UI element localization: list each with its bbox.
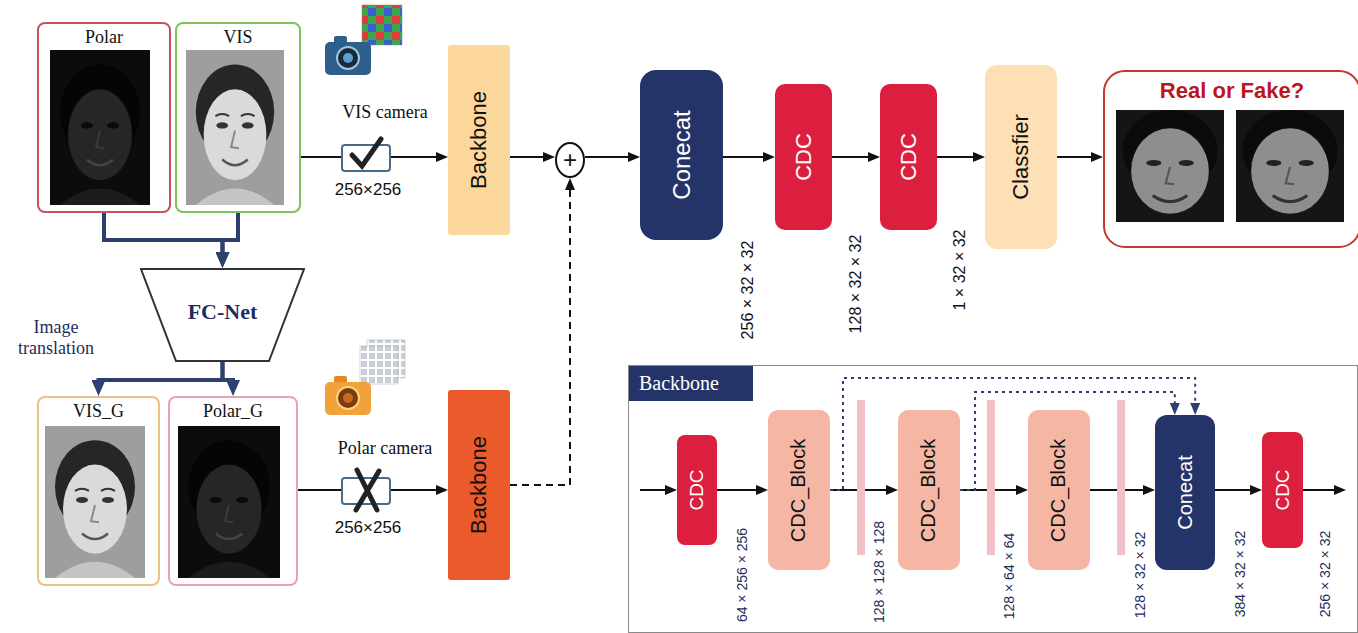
cdc-block: CDC_Block — [1028, 410, 1090, 570]
face-image — [1116, 110, 1224, 222]
cross-box — [356, 470, 379, 510]
node-label: + — [563, 148, 577, 172]
polar-image-box: Polar — [37, 22, 171, 213]
concat-block: Conecat — [640, 70, 723, 240]
cdc-layer: CDC — [677, 435, 717, 545]
check-box — [342, 139, 390, 171]
node-label: CDC — [895, 133, 921, 181]
skip-connection — [830, 378, 1195, 490]
node-label: Polar_G — [170, 400, 296, 422]
dimension-label: 1 × 32 × 32 — [951, 230, 969, 311]
vis-camera-icon — [337, 47, 359, 69]
vis-camera-icon — [343, 53, 353, 63]
backbone-block: Backbone — [448, 390, 510, 580]
polar-camera-icon — [325, 382, 371, 415]
text-label: Polar camera — [338, 438, 432, 459]
dimension-label: 128 × 32 × 32 — [1132, 532, 1148, 618]
vis-camera-icon — [325, 5, 402, 75]
node-label: Backbone — [466, 91, 492, 189]
dimension-label: 64 × 256 × 256 — [734, 528, 750, 622]
polar-camera-icon — [337, 387, 359, 409]
dimension-label: 256 × 32 × 32 — [739, 241, 757, 340]
node-label: Conecat — [1174, 455, 1197, 530]
face-image — [45, 426, 145, 578]
flow-arrow — [832, 156, 872, 158]
panel-header: Backbone — [629, 366, 753, 401]
pooling-bar — [987, 400, 995, 555]
node-label: CDC_Block — [918, 438, 941, 541]
classifier-block: Classfier — [985, 65, 1057, 249]
flow-arrow — [99, 362, 223, 388]
pooling-bar — [1117, 400, 1125, 555]
dimension-label: 128 × 64 × 64 — [1001, 533, 1017, 619]
dimension-label: 256 × 32 × 32 — [1317, 531, 1333, 617]
node-label: CDC — [686, 469, 708, 510]
io-arrow — [640, 490, 1338, 491]
panel-title: Backbone — [639, 372, 719, 394]
result-box: Real or Fake? — [1103, 70, 1358, 248]
vis-camera-icon — [362, 5, 402, 45]
node-label: FC-Net — [188, 299, 258, 325]
node-label: Classfier — [1008, 114, 1034, 200]
cross-box — [342, 470, 390, 510]
node-label: Polar — [39, 26, 169, 48]
flow-arrow — [723, 156, 767, 158]
sum-node: + — [555, 142, 585, 178]
text-label: 256×256 — [335, 518, 402, 538]
text-label: 256×256 — [335, 180, 402, 200]
io-arrow — [640, 489, 669, 491]
node-label: CDC_Block — [1048, 438, 1071, 541]
io-arrow — [1303, 489, 1338, 491]
node-label: Conecat — [668, 110, 696, 199]
translation-net: FC-Net — [140, 268, 305, 362]
cdc-layer: CDC — [880, 84, 937, 230]
face-image — [50, 50, 150, 205]
vis-image-box: VIS — [175, 22, 301, 213]
concat-block: Conecat — [1155, 415, 1215, 570]
flow-arrow — [937, 156, 977, 158]
backbone-block: Backbone — [448, 45, 510, 235]
cdc-block: CDC_Block — [898, 410, 960, 570]
cdc-layer: CDC — [1262, 432, 1303, 548]
result-title: Real or Fake? — [1105, 78, 1358, 104]
node-label: Backbone — [466, 436, 492, 534]
text-label: Image translation — [6, 317, 106, 358]
dimension-label: 128 × 32 × 32 — [847, 235, 865, 334]
face-image — [178, 426, 280, 578]
flow-arrow — [1215, 489, 1254, 491]
flow-arrow — [510, 156, 547, 158]
node-label: VIS_G — [39, 400, 158, 422]
trapezoid-shape — [141, 269, 304, 361]
vis-camera-icon — [325, 42, 371, 75]
flow-arrow — [717, 489, 760, 491]
face-image — [45, 50, 1344, 578]
text-label: VIS camera — [342, 102, 427, 123]
dimension-label: 384 × 32 × 32 — [1232, 531, 1248, 617]
check-box — [352, 139, 381, 166]
flow-arrow — [104, 213, 223, 260]
polar-camera-icon — [360, 346, 398, 384]
flow-arrow — [585, 156, 632, 158]
node-label: CDC_Block — [788, 438, 811, 541]
face-image — [1236, 110, 1344, 222]
face-image — [186, 50, 284, 205]
flow-arrow — [1057, 156, 1095, 158]
generated-vis-box: VIS_G — [37, 396, 160, 586]
polar-camera-icon — [325, 340, 405, 415]
cdc-layer: CDC — [775, 84, 832, 230]
node-label: CDC — [790, 133, 816, 181]
dashed-arrow — [510, 186, 570, 485]
node-label: VIS — [177, 26, 299, 48]
flow-arrow — [223, 213, 239, 260]
cdc-block: CDC_Block — [768, 410, 830, 570]
dimension-label: 128 × 128 × 128 — [871, 521, 887, 623]
pooling-bar — [857, 400, 865, 555]
polar-camera-icon — [343, 393, 353, 403]
flow-arrow — [223, 362, 234, 388]
generated-polar-box: Polar_G — [168, 396, 298, 586]
node-label: CDC — [1272, 469, 1294, 510]
